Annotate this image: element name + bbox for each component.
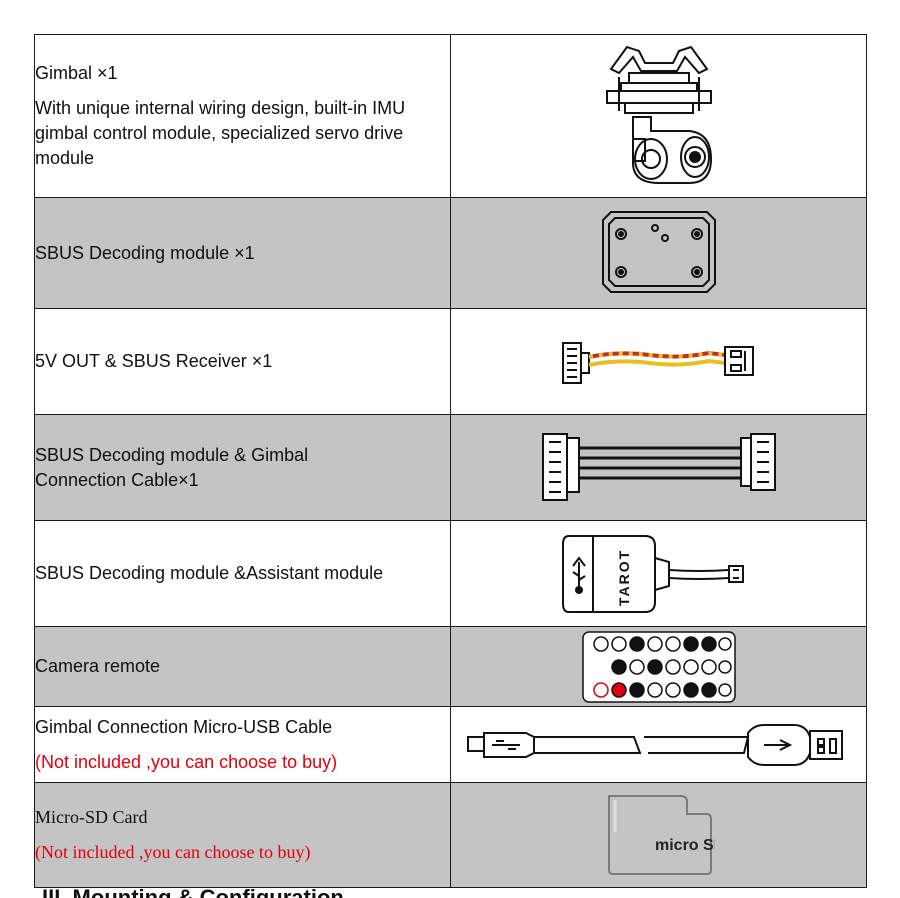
table-row: Gimbal Connection Micro-USB Cable (Not i…: [34, 706, 867, 783]
item-label-cell: SBUS Decoding module &Assistant module: [34, 520, 451, 627]
cutoff-heading: III. Mounting & Configuration: [42, 885, 344, 898]
item-image-cell: [450, 626, 867, 707]
table-row: Camera remote: [34, 626, 867, 707]
item-label-cell: Camera remote: [34, 626, 451, 707]
item-title: SBUS Decoding module &Assistant module: [35, 563, 384, 583]
item-image-cell: [450, 308, 867, 415]
item-title: Camera remote: [35, 656, 161, 676]
item-label-cell: 5V OUT & SBUS Receiver ×1: [34, 308, 451, 415]
item-note: (Not included ,you can choose to buy): [35, 751, 338, 772]
table-row: SBUS Decoding module ×1: [34, 197, 867, 309]
micro-sd-card-icon: micro SD: [607, 795, 715, 875]
sd-logo-text: micro SD: [655, 837, 715, 854]
item-title: SBUS Decoding module ×1: [35, 242, 255, 263]
item-image-cell: micro SD: [450, 782, 867, 888]
item-title: Gimbal ×1: [35, 63, 118, 83]
item-title: Gimbal Connection Micro-USB Cable: [35, 716, 333, 737]
table-row: SBUS Decoding module & Gimbal Connection…: [34, 414, 867, 521]
table-row: Gimbal ×1 With unique internal wiring de…: [34, 34, 867, 198]
module-logo-text: TAROT: [616, 548, 632, 605]
gimbal-camera-icon: [605, 45, 712, 184]
item-label-cell: Gimbal Connection Micro-USB Cable (Not i…: [34, 706, 451, 783]
usb-assistant-module-icon: TAROT: [561, 534, 744, 613]
item-label-cell: Gimbal ×1 With unique internal wiring de…: [34, 34, 451, 198]
item-title: 5V OUT & SBUS Receiver ×1: [35, 351, 273, 371]
item-title: Micro-SD Card: [35, 807, 148, 827]
micro-usb-cable-icon: [466, 723, 843, 766]
ribbon-cable-icon: [541, 432, 776, 501]
usb-icon: [571, 555, 586, 594]
table-row: Micro-SD Card (Not included ,you can cho…: [34, 782, 867, 888]
decoder-module-icon: [601, 211, 716, 293]
remote-control-icon: [581, 630, 736, 703]
item-image-cell: [450, 197, 867, 309]
item-title: SBUS Decoding module & Gimbal Connection…: [35, 444, 309, 490]
item-image-cell: TAROT: [450, 520, 867, 627]
item-label-cell: Micro-SD Card (Not included ,you can cho…: [34, 782, 451, 888]
item-note: (Not included ,you can choose to buy): [35, 842, 311, 862]
item-image-cell: [450, 414, 867, 521]
table-row: 5V OUT & SBUS Receiver ×1: [34, 308, 867, 415]
item-label-cell: SBUS Decoding module ×1: [34, 197, 451, 309]
item-image-cell: [450, 34, 867, 198]
receiver-cable-icon: [561, 341, 754, 384]
item-label-cell: SBUS Decoding module & Gimbal Connection…: [34, 414, 451, 521]
item-description: With unique internal wiring design, buil…: [35, 98, 406, 168]
item-image-cell: [450, 706, 867, 783]
table-row: SBUS Decoding module &Assistant module T…: [34, 520, 867, 627]
package-contents-table: Gimbal ×1 With unique internal wiring de…: [34, 34, 867, 888]
